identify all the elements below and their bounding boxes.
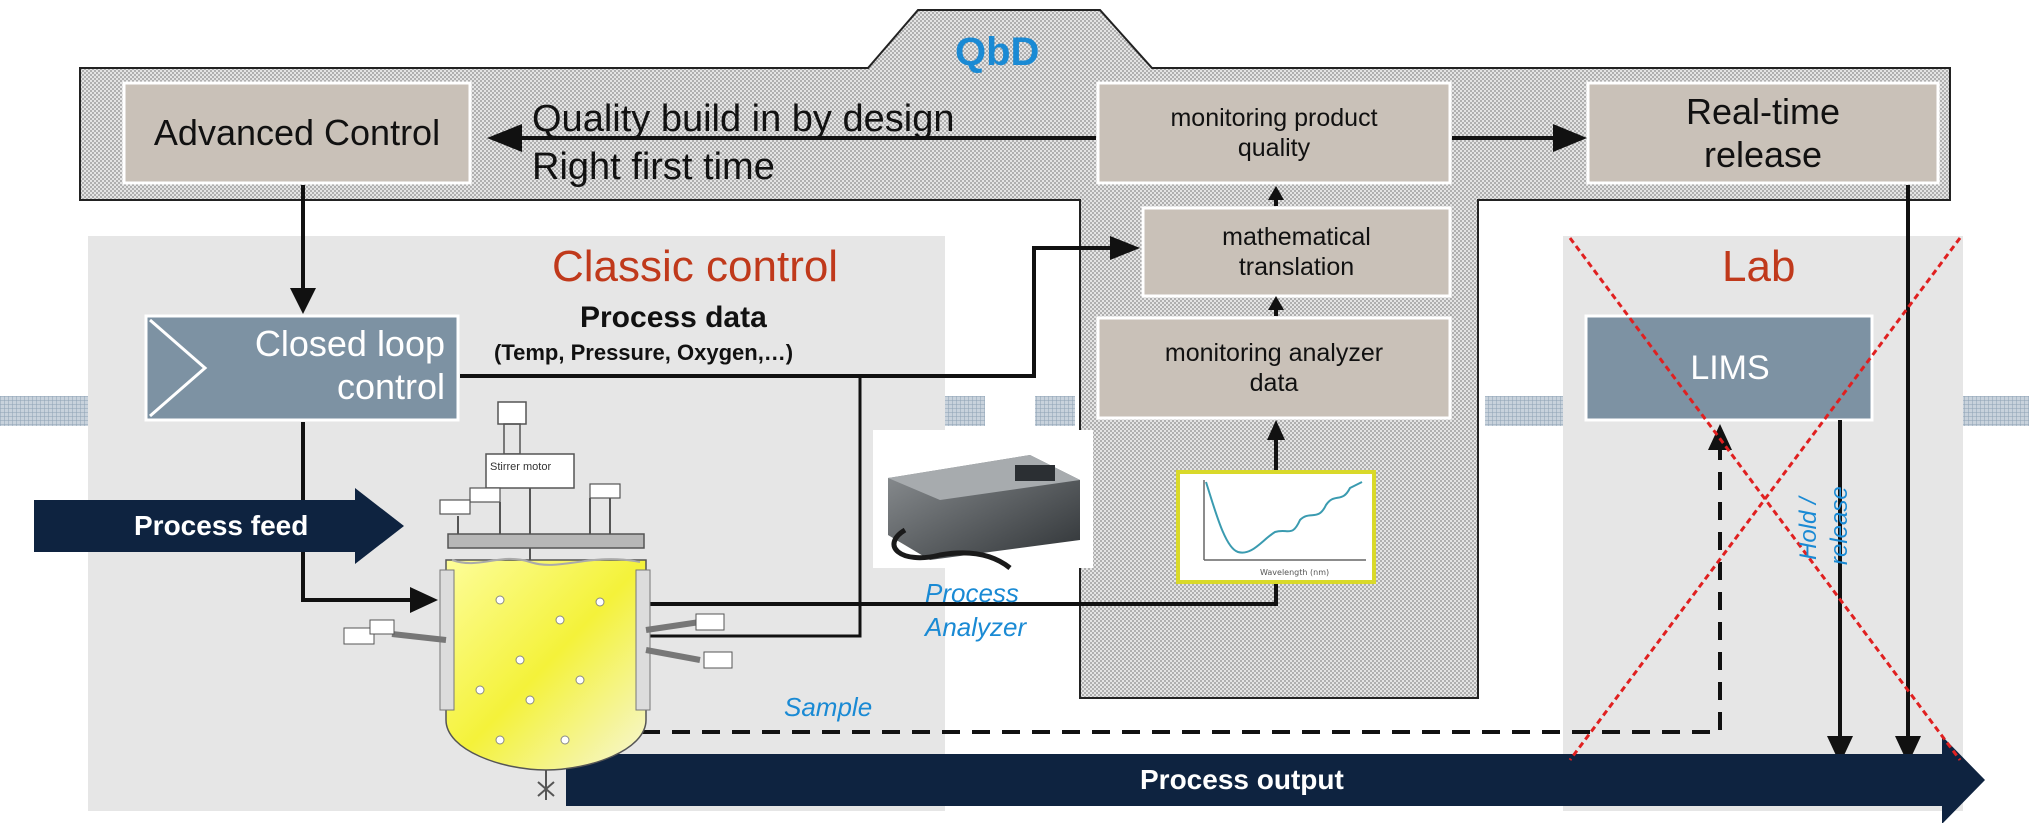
stirrer-motor-label: Stirrer motor xyxy=(490,461,552,473)
analyzer-signal-line xyxy=(636,584,1278,606)
closed-loop-control-box xyxy=(144,314,460,422)
separator-mid-1 xyxy=(945,396,985,426)
monitoring-analyzer-data-label: monitoring analyzer data xyxy=(1164,339,1384,397)
advanced-control-label: Advanced Control xyxy=(153,112,441,154)
closed-loop-to-reactor-head xyxy=(410,587,438,613)
svg-text:Wavelength (nm): Wavelength (nm) xyxy=(1260,568,1329,577)
spectrum-to-analyzer-head xyxy=(1267,420,1285,440)
hold-release-label-2: release xyxy=(1826,486,1853,565)
real-time-release-head xyxy=(1895,736,1921,764)
process-feed-arrow xyxy=(34,488,404,564)
process-data-line xyxy=(460,246,1110,378)
advanced-to-closed-loop-head xyxy=(290,288,316,314)
closed-loop-control-label: Closed loop control xyxy=(254,323,445,408)
monitoring-product-quality-box xyxy=(1096,81,1452,185)
lims-box xyxy=(1584,314,1874,422)
math-to-product-head xyxy=(1268,186,1284,200)
qbd-title: QbD xyxy=(955,30,1040,74)
sample-label: Sample xyxy=(784,692,873,722)
process-feed-label: Process feed xyxy=(134,510,309,541)
sample-dashed-head xyxy=(1708,424,1732,450)
mathematical-translation-box xyxy=(1141,206,1452,298)
hold-release-label-1: Hold / xyxy=(1795,497,1822,560)
qbd-arrow-left-head xyxy=(487,124,522,152)
mathematical-translation-label: mathematical translation xyxy=(1222,223,1371,281)
classic-control-title: Classic control xyxy=(552,242,839,291)
separator-left xyxy=(0,396,88,426)
reactor-vessel xyxy=(343,401,733,800)
process-analyzer-device xyxy=(873,430,1093,570)
separator-mid-3 xyxy=(1485,396,1563,426)
spectrum-chart: Wavelength (nm) xyxy=(1176,470,1376,584)
process-data-detail: (Temp, Pressure, Oxygen,…) xyxy=(494,340,794,365)
qbd-tagline-2: Right first time xyxy=(532,146,775,188)
real-time-release-label: Real-time release xyxy=(1685,90,1841,175)
closed-loop-to-reactor-line xyxy=(301,422,412,602)
real-time-release-box xyxy=(1586,81,1940,185)
process-output-label: Process output xyxy=(1140,764,1344,795)
lab-title: Lab xyxy=(1722,242,1796,291)
process-analyzer-label-1: Process xyxy=(925,578,1019,608)
closed-loop-chevron xyxy=(149,318,208,418)
monitoring-analyzer-data-box xyxy=(1096,316,1452,420)
process-analyzer-label-2: Analyzer xyxy=(925,612,1027,642)
lims-label: LIMS xyxy=(1690,348,1770,387)
sample-dashed-line xyxy=(612,450,1722,734)
process-output-arrow xyxy=(566,736,1985,823)
monitoring-product-quality-label: monitoring product quality xyxy=(1170,104,1378,162)
reactor-to-process-data-line xyxy=(636,376,862,638)
qbd-frame xyxy=(79,9,1951,699)
analyzer-to-math-head xyxy=(1268,296,1284,310)
qbd-tagline-1: Quality build in by design xyxy=(532,98,955,140)
separator-mid-2 xyxy=(1035,396,1075,426)
process-data-head xyxy=(1110,236,1140,260)
hold-release-head xyxy=(1827,736,1853,764)
lab-cross-line-2 xyxy=(1568,237,1962,761)
qbd-arrow-right-head xyxy=(1553,124,1587,152)
process-data-title: Process data xyxy=(580,301,767,334)
advanced-control-box xyxy=(122,81,472,185)
separator-right xyxy=(1963,396,2029,426)
